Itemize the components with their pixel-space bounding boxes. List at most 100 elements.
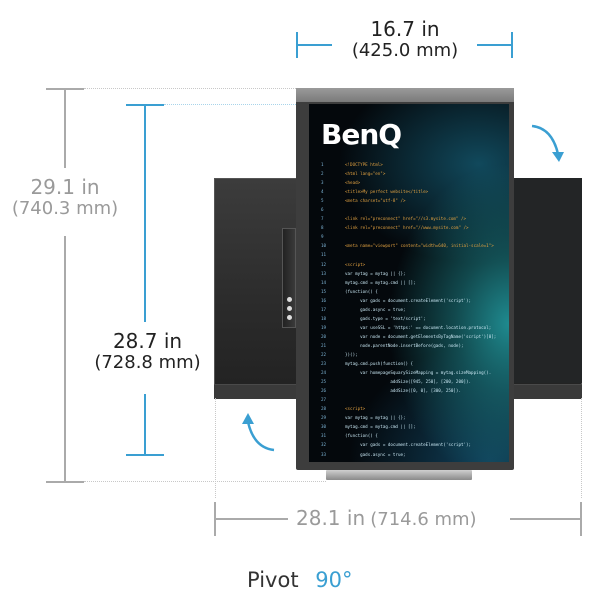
line-number: 19: [321, 324, 327, 330]
code-line: 10 <meta name="viewport" content="width=6…: [315, 241, 509, 250]
line-number: 12: [321, 261, 327, 267]
code-text: var node = document.getElementsByTagName…: [345, 333, 497, 339]
dim-bottom-left-guide: [215, 398, 216, 498]
code-line: 7 <link rel="preconnect" href="//s3.mysit…: [315, 214, 509, 223]
brand-logo: BenQ: [321, 118, 402, 151]
line-number: 9: [321, 234, 324, 240]
line-number: 28: [321, 406, 327, 412]
code-line: 19 var useSSL = 'https:' == document.loc…: [315, 323, 509, 332]
code-text: mytag.cmd = mytag.cmd || [];: [345, 279, 416, 285]
dim-bottom-left-line: [214, 518, 288, 520]
code-line: 29 var mytag = mytag || {};: [315, 413, 509, 422]
line-number: 5: [321, 198, 324, 204]
portrait-monitor-top-edge: [296, 88, 514, 102]
code-line: 1<!DOCTYPE html>: [315, 160, 509, 169]
code-text: <meta name="viewport" content="width=640…: [345, 243, 494, 249]
code-line: 3<head>: [315, 178, 509, 187]
line-number: 6: [321, 207, 324, 213]
dim-screen-bottom-tick: [126, 454, 164, 456]
line-number: 22: [321, 351, 327, 357]
line-number: 31: [321, 433, 327, 439]
line-number: 32: [321, 442, 327, 448]
code-text: var gads = document.createElement('scrip…: [345, 442, 472, 448]
code-line: 26 addSize([0, 0], [300, 250]).: [315, 386, 509, 395]
line-number: 7: [321, 216, 324, 222]
dim-total-lower-line: [64, 236, 66, 482]
dim-width-top-label: 16.7 in (425.0 mm): [330, 18, 480, 62]
dim-height-total-mm: (740.3 mm): [11, 198, 119, 219]
dim-width-top-mm: (425.0 mm): [351, 40, 459, 61]
line-number: 8: [321, 225, 324, 231]
dim-height-screen-label: 28.7 in (728.8 mm): [80, 330, 215, 374]
code-text: <link rel="preconnect" href="//www.mysit…: [345, 225, 469, 231]
pivot-caption: Pivot 90°: [247, 568, 352, 592]
code-text: gads.type = 'text/script';: [345, 315, 426, 321]
code-line: 9: [315, 232, 509, 241]
code-text: <!DOCTYPE html>: [345, 162, 383, 167]
line-number: 27: [321, 397, 327, 403]
code-line: 33 gads.async = true;: [315, 450, 509, 459]
control-button-1: [287, 297, 292, 302]
code-text: })();: [345, 351, 358, 357]
code-text: <meta charset="utf-8" />: [345, 198, 406, 204]
code-line: 27: [315, 395, 509, 404]
code-line: 15(function() {: [315, 287, 509, 296]
code-line: 20 var node = document.getElementsByTagN…: [315, 332, 509, 341]
dim-bottom-right-tick: [580, 502, 582, 536]
code-text: <head>: [345, 180, 361, 186]
dim-bottom-right-guide: [581, 398, 582, 498]
code-text: addSize([945, 250], [200, 200]).: [345, 379, 472, 385]
code-line: 31(function() {: [315, 431, 509, 440]
code-line: 21 node.parentNode.insertBefore(gads, no…: [315, 341, 509, 350]
code-line: 18 gads.type = 'text/script';: [315, 314, 509, 323]
dim-screen-lower-line: [144, 394, 146, 454]
code-text: var mytag = mytag || {};: [345, 415, 406, 421]
line-number: 30: [321, 424, 327, 430]
code-text: var mytag = mytag || {};: [345, 270, 406, 276]
code-line: 24 var homepageSquarySizeMapping = mytag…: [315, 368, 509, 377]
code-line: 30 mytag.cmd = mytag.cmd || [];: [315, 422, 509, 431]
code-line: 22 })();: [315, 350, 509, 359]
code-line: 28 <script>: [315, 404, 509, 413]
code-text: <title>My perfect website</title>: [345, 189, 429, 195]
line-number: 26: [321, 388, 327, 394]
code-line: 25 addSize([945, 250], [200, 200]).: [315, 377, 509, 386]
line-number: 17: [321, 306, 327, 312]
code-text: var gads = document.createElement('scrip…: [345, 297, 472, 303]
rotate-clockwise-arrow-icon: [531, 124, 564, 162]
code-text: mytag.cmd = mytag.cmd || [];: [345, 424, 416, 430]
dim-top-right-tick: [511, 32, 513, 58]
code-line: 32 var gads = document.createElement('sc…: [315, 440, 509, 449]
line-number: 29: [321, 415, 327, 421]
dim-total-upper-line: [64, 88, 66, 168]
pivot-value: 90°: [315, 568, 353, 592]
code-line: 2<html lang="en">: [315, 169, 509, 178]
monitor-stand-base: [326, 470, 472, 480]
code-text: var useSSL = 'https:' == document.locati…: [345, 324, 492, 330]
code-text: <link rel="preconnect" href="//s3.mysite…: [345, 216, 467, 222]
control-button-3: [287, 315, 292, 320]
code-text: <script>: [345, 261, 366, 267]
code-text: node.parentNode.insertBefore(gads, node)…: [345, 342, 464, 348]
code-text: addSize([0, 0], [300, 250]).: [345, 388, 461, 394]
dim-total-bottom-guide: [84, 481, 326, 482]
dim-height-screen-in: 28.7 in: [112, 329, 183, 353]
control-button-2: [287, 306, 292, 311]
code-line: 11: [315, 250, 509, 259]
code-line: 17 gads.async = true;: [315, 305, 509, 314]
dim-top-left-line: [296, 44, 332, 46]
code-text: <script>: [345, 406, 366, 412]
line-number: 18: [321, 315, 327, 321]
dim-width-landscape-label: 28.1 in (714.6 mm): [296, 506, 506, 530]
code-line: 6: [315, 205, 509, 214]
dim-bottom-right-line: [510, 518, 582, 520]
code-text: var homepageSquarySizeMapping = mytag.si…: [345, 370, 492, 376]
line-number: 10: [321, 243, 327, 249]
dim-width-landscape-in: 28.1 in: [296, 506, 366, 530]
line-number: 24: [321, 370, 327, 376]
code-text: mytag.cmd.push(function() {: [345, 361, 414, 367]
stand-column: [282, 228, 296, 328]
code-line: 5 <meta charset="utf-8" />: [315, 196, 509, 205]
